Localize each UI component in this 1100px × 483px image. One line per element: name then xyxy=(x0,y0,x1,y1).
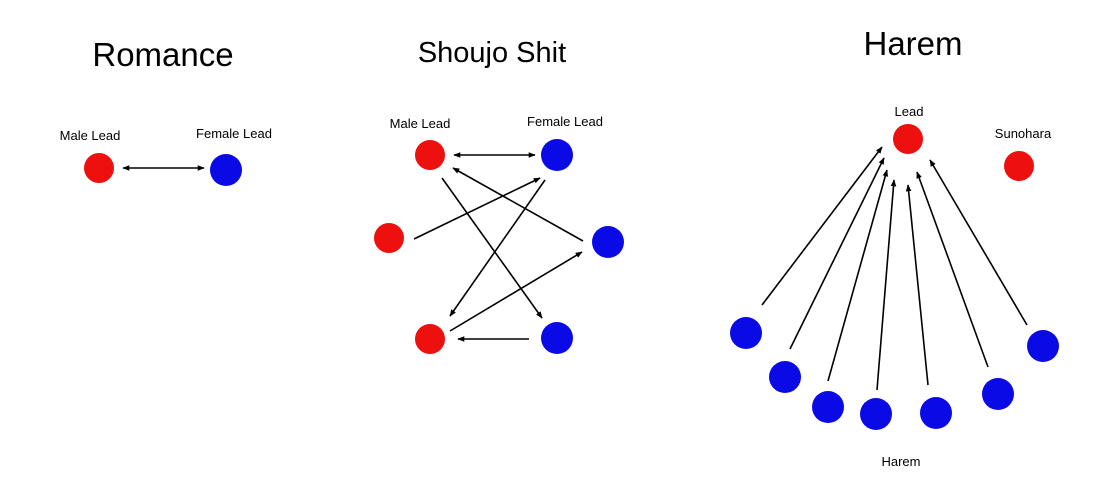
shoujo-blue-node-bottom xyxy=(541,322,573,354)
shoujo-red-node-left xyxy=(374,223,404,253)
shoujo-female-lead-label: Female Lead xyxy=(527,114,603,129)
harem-lead-node xyxy=(893,124,923,154)
harem-arrow-2 xyxy=(789,157,885,350)
harem-member-node-3 xyxy=(812,391,844,423)
shoujo-female-lead-node xyxy=(541,139,573,171)
harem-member-node-7 xyxy=(1027,330,1059,362)
harem-arrow-1 xyxy=(761,146,883,306)
romance-female-lead-label: Female Lead xyxy=(196,126,272,141)
romance-male-lead-node xyxy=(84,153,114,183)
shoujo-male-lead-label: Male Lead xyxy=(390,116,451,131)
shoujo-blue-node-right xyxy=(592,226,624,258)
romance-male-lead-label: Male Lead xyxy=(60,128,121,143)
harem-member-node-6 xyxy=(982,378,1014,410)
shoujo-arrow-female-to-bottom-red xyxy=(449,179,546,317)
harem-arrow-7 xyxy=(929,159,1028,326)
harem-arrow-6 xyxy=(916,171,989,368)
shoujo-arrow-right-to-male xyxy=(452,167,584,242)
harem-members-label: Harem xyxy=(881,454,920,469)
shoujo-title: Shoujo Shit xyxy=(418,37,566,69)
harem-member-node-2 xyxy=(769,361,801,393)
shoujo-arrow-male-to-bottom-blue xyxy=(441,177,543,319)
shoujo-arrow-left-to-female xyxy=(413,177,541,240)
harem-member-node-4 xyxy=(860,398,892,430)
harem-member-node-5 xyxy=(920,397,952,429)
shoujo-panel: Shoujo Shit Male Lead Female Lead xyxy=(374,37,624,354)
shoujo-red-node-bottom xyxy=(415,324,445,354)
romance-panel: Romance Male Lead Female Lead xyxy=(60,36,272,186)
harem-arrow-4 xyxy=(876,179,897,391)
harem-sunohara-node xyxy=(1004,151,1034,181)
shoujo-arrow-bottom-red-to-right xyxy=(449,251,583,332)
harem-arrow-5 xyxy=(905,184,929,386)
harem-sunohara-label: Sunohara xyxy=(995,126,1052,141)
harem-panel: Harem Lead Sunohara Harem xyxy=(730,25,1059,469)
harem-arrow-3 xyxy=(827,169,889,382)
romance-title: Romance xyxy=(92,36,233,73)
romance-female-lead-node xyxy=(210,154,242,186)
shoujo-male-lead-node xyxy=(415,140,445,170)
harem-lead-label: Lead xyxy=(895,104,924,119)
harem-title: Harem xyxy=(863,25,962,62)
harem-member-node-1 xyxy=(730,317,762,349)
